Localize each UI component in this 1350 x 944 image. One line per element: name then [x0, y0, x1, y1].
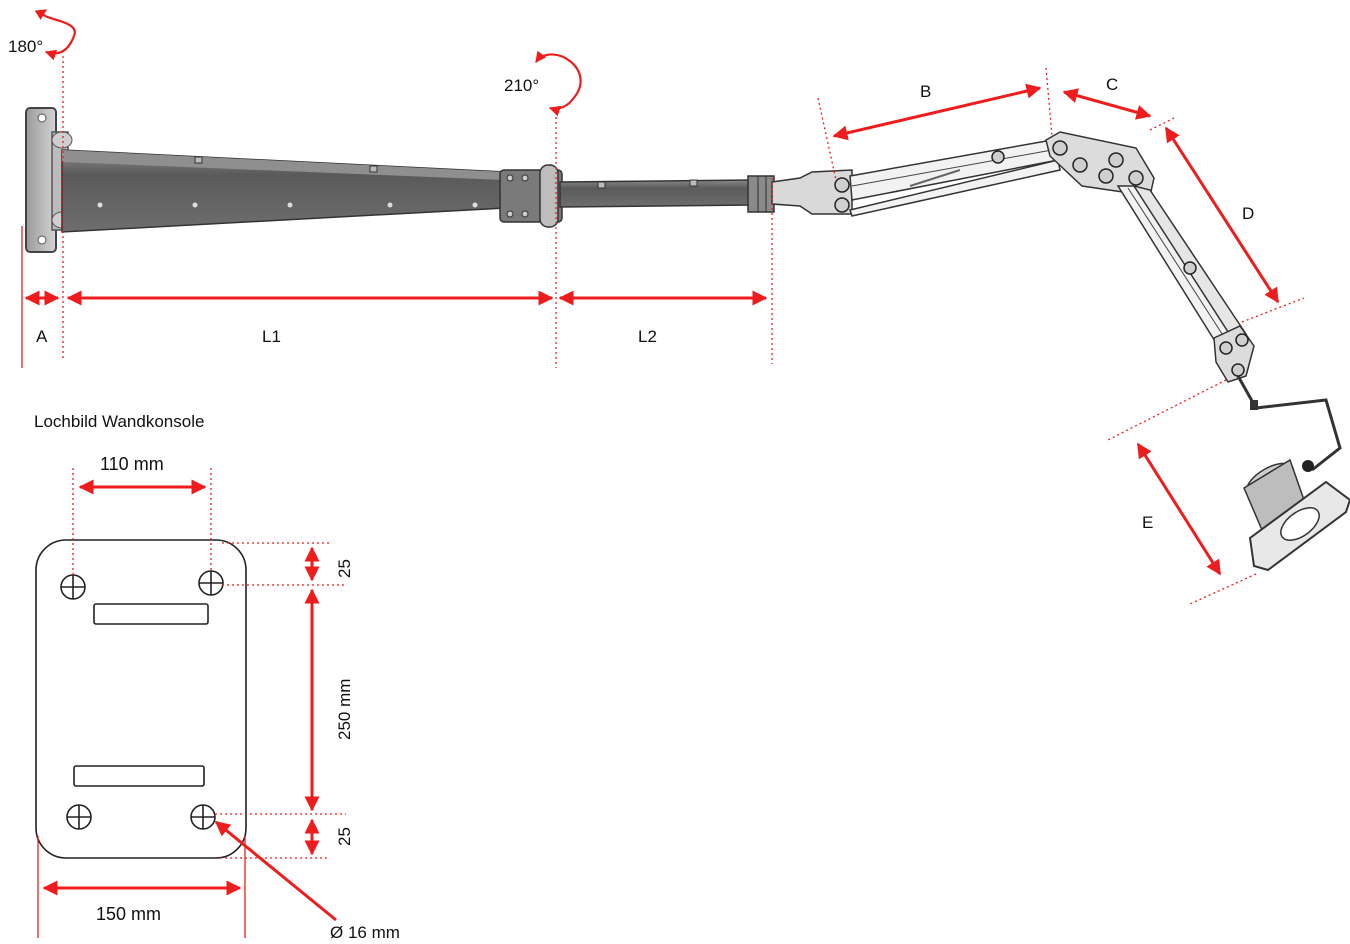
rotation-arrow-joint: [535, 50, 582, 117]
dimension-label-l1: L1: [262, 327, 281, 346]
dimension-label-a: A: [36, 327, 48, 346]
middle-joint: [499, 164, 563, 228]
hole-pattern-drawing: Lochbild Wandkonsole: [34, 412, 400, 942]
dimension-label-c: C: [1106, 75, 1118, 94]
main-beam: [61, 149, 506, 233]
elbow-plate-c: [1045, 131, 1155, 197]
label-bottom-offset: 25: [335, 827, 354, 846]
dimension-label-l2: L2: [638, 327, 657, 346]
plate-dimension-arrows: [42, 479, 337, 922]
plate-reference-lines: [72, 468, 346, 859]
dimension-arrows: [24, 83, 1280, 576]
plate-width-reference-lines: [37, 836, 246, 938]
dimension-label-d: D: [1242, 204, 1254, 223]
label-top-offset: 25: [335, 559, 354, 578]
articulated-link-d: [1116, 184, 1255, 383]
rotation-label-wall: 180°: [8, 37, 43, 56]
slot-bottom: [73, 765, 205, 787]
slot-top: [93, 603, 209, 625]
articulated-link-b: [771, 139, 1061, 217]
rotation-arrow-wall: [34, 9, 76, 61]
hole-pattern-title: Lochbild Wandkonsole: [34, 412, 204, 431]
dimension-label-e: E: [1142, 513, 1153, 532]
label-hole-diameter: Ø 16 mm: [330, 923, 400, 942]
mounting-holes: [60, 570, 224, 830]
extension-beam: [559, 175, 775, 213]
dimension-label-b: B: [920, 82, 931, 101]
reference-lines: [62, 56, 1305, 605]
label-hole-spacing: 250 mm: [335, 679, 354, 740]
rotation-label-joint: 210°: [504, 76, 539, 95]
wall-bracket-arm: 180° 210° A L1 L2 B C D E: [8, 9, 1350, 605]
label-top-width: 110 mm: [100, 454, 164, 474]
lamp-head-e: [1236, 375, 1350, 572]
label-plate-width: 150 mm: [96, 904, 161, 924]
